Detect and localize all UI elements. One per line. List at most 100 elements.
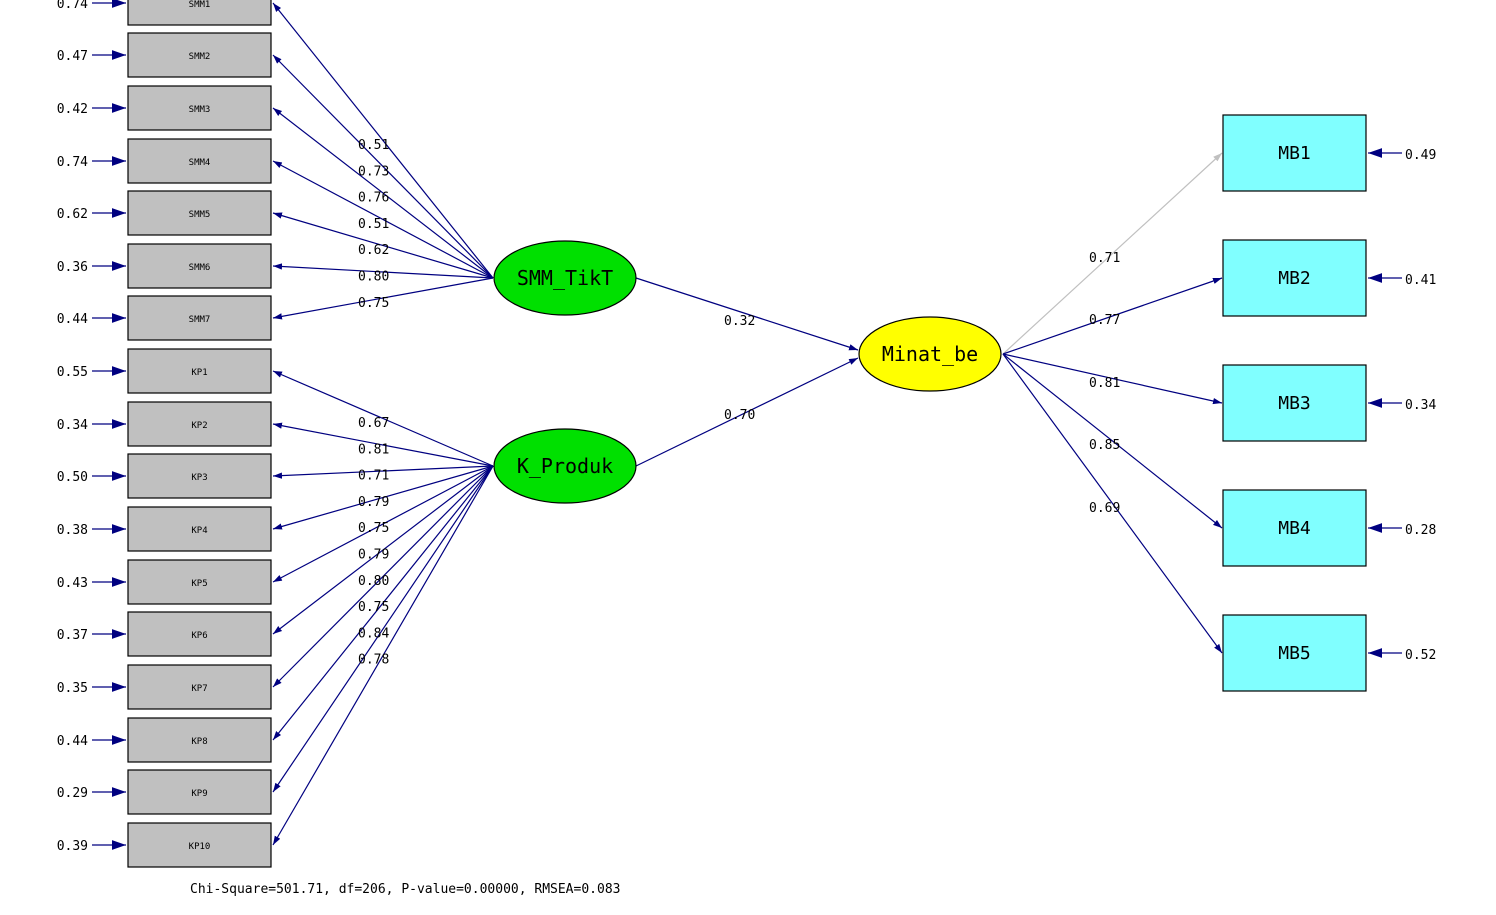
mb-box-label-1: MB1 xyxy=(1278,143,1311,164)
smm-box-label-6: SMM6 xyxy=(189,263,211,273)
smm-error-5: 0.62 xyxy=(57,207,88,222)
mb-box-label-5: MB5 xyxy=(1278,643,1311,664)
smm-box-7 xyxy=(127,295,272,341)
kp-error-5: 0.43 xyxy=(57,576,88,591)
smm-box-label-2: SMM2 xyxy=(189,52,211,62)
smm-loading-6: 0.80 xyxy=(358,270,389,285)
mb-box-label-2: MB2 xyxy=(1278,268,1311,289)
mb-loading-arrow-2 xyxy=(1002,277,1223,355)
latent-k-produk xyxy=(493,428,637,504)
mb-box-1 xyxy=(1222,114,1367,192)
smm-error-1: 0.74 xyxy=(57,0,88,12)
kp-box-3 xyxy=(127,453,272,499)
kp-box-1 xyxy=(127,348,272,394)
smm-error-3: 0.42 xyxy=(57,102,88,117)
kp-box-label-4: KP4 xyxy=(191,526,207,536)
kp-box-8 xyxy=(127,717,272,763)
kp-loading-8: 0.75 xyxy=(358,600,389,615)
kp-error-1: 0.55 xyxy=(57,365,88,380)
kp-box-4 xyxy=(127,506,272,552)
kp-loading-arrow-3 xyxy=(272,465,494,479)
path-smm-to-mb-label: 0.32 xyxy=(724,314,755,329)
path-kp-to-mb xyxy=(635,357,859,467)
smm-loading-2: 0.73 xyxy=(358,164,389,179)
smm-loading-3: 0.76 xyxy=(358,191,389,206)
smm-box-label-4: SMM4 xyxy=(189,158,211,168)
kp-loading-4: 0.79 xyxy=(358,495,389,510)
kp-loading-6: 0.79 xyxy=(358,548,389,563)
kp-error-9: 0.29 xyxy=(57,786,88,801)
kp-box-2 xyxy=(127,401,272,447)
mb-error-3: 0.34 xyxy=(1405,398,1436,413)
kp-box-label-8: KP8 xyxy=(191,737,207,747)
mb-error-2: 0.41 xyxy=(1405,273,1436,288)
path-kp-to-mb-label: 0.70 xyxy=(724,408,755,423)
smm-loading-5: 0.62 xyxy=(358,243,389,258)
kp-box-5 xyxy=(127,559,272,605)
mb-box-label-3: MB3 xyxy=(1278,393,1311,414)
path-smm-to-mb xyxy=(635,277,859,351)
mb-loading-3: 0.81 xyxy=(1089,376,1120,391)
smm-loading-1: 0.51 xyxy=(358,138,389,153)
smm-box-label-7: SMM7 xyxy=(189,315,211,325)
latent-smm-tikt xyxy=(493,240,637,316)
mb-loading-arrow-4 xyxy=(1002,353,1223,529)
mb-box-5 xyxy=(1222,614,1367,692)
mb-loading-arrow-5 xyxy=(1002,353,1223,654)
fit-statistics: Chi-Square=501.71, df=206, P-value=0.000… xyxy=(190,882,620,897)
kp-loading-9: 0.84 xyxy=(358,626,389,641)
mb-loading-arrow-1 xyxy=(1002,152,1223,355)
mb-loading-5: 0.69 xyxy=(1089,501,1120,516)
mb-error-4: 0.28 xyxy=(1405,523,1436,538)
smm-box-3 xyxy=(127,85,272,131)
kp-loading-10: 0.78 xyxy=(358,653,389,668)
smm-loading-arrow-2 xyxy=(272,54,494,279)
kp-box-label-5: KP5 xyxy=(191,579,207,589)
smm-box-4 xyxy=(127,138,272,184)
smm-loading-4: 0.51 xyxy=(358,217,389,232)
kp-loading-arrow-2 xyxy=(272,422,494,467)
smm-loading-arrow-5 xyxy=(272,212,494,279)
smm-box-5 xyxy=(127,190,272,236)
kp-error-8: 0.44 xyxy=(57,734,88,749)
smm-box-2 xyxy=(127,32,272,78)
smm-box-label-1: SMM1 xyxy=(189,0,211,10)
kp-loading-arrow-6 xyxy=(272,465,494,635)
smm-box-1 xyxy=(127,0,272,26)
smm-loading-arrow-7 xyxy=(272,277,494,320)
kp-loading-arrow-5 xyxy=(272,465,494,583)
kp-box-label-1: KP1 xyxy=(191,368,207,378)
mb-loading-2: 0.77 xyxy=(1089,313,1120,328)
smm-error-4: 0.74 xyxy=(57,155,88,170)
mb-loading-arrow-3 xyxy=(1002,353,1223,405)
smm-loading-arrow-6 xyxy=(272,263,494,279)
kp-loading-3: 0.71 xyxy=(358,469,389,484)
smm-box-label-5: SMM5 xyxy=(189,210,211,220)
edges xyxy=(92,0,1402,850)
kp-loading-arrow-1 xyxy=(272,370,494,467)
smm-loading-arrow-3 xyxy=(272,107,494,279)
smm-error-6: 0.36 xyxy=(57,260,88,275)
kp-error-4: 0.38 xyxy=(57,523,88,538)
latent-k-produk-label: K_Produk xyxy=(517,454,613,478)
kp-loading-7: 0.80 xyxy=(358,574,389,589)
smm-error-2: 0.47 xyxy=(57,49,88,64)
kp-box-label-10: KP10 xyxy=(189,842,211,852)
smm-loading-arrow-4 xyxy=(272,160,494,279)
kp-error-2: 0.34 xyxy=(57,418,88,433)
kp-loading-1: 0.67 xyxy=(358,416,389,431)
kp-loading-arrow-10 xyxy=(272,465,494,846)
kp-error-10: 0.39 xyxy=(57,839,88,854)
kp-box-9 xyxy=(127,769,272,815)
mb-box-3 xyxy=(1222,364,1367,442)
kp-loading-arrow-4 xyxy=(272,465,494,530)
smm-error-7: 0.44 xyxy=(57,312,88,327)
kp-box-6 xyxy=(127,611,272,657)
kp-box-label-9: KP9 xyxy=(191,789,207,799)
mb-error-5: 0.52 xyxy=(1405,648,1436,663)
mb-box-4 xyxy=(1222,489,1367,567)
mb-box-2 xyxy=(1222,239,1367,317)
